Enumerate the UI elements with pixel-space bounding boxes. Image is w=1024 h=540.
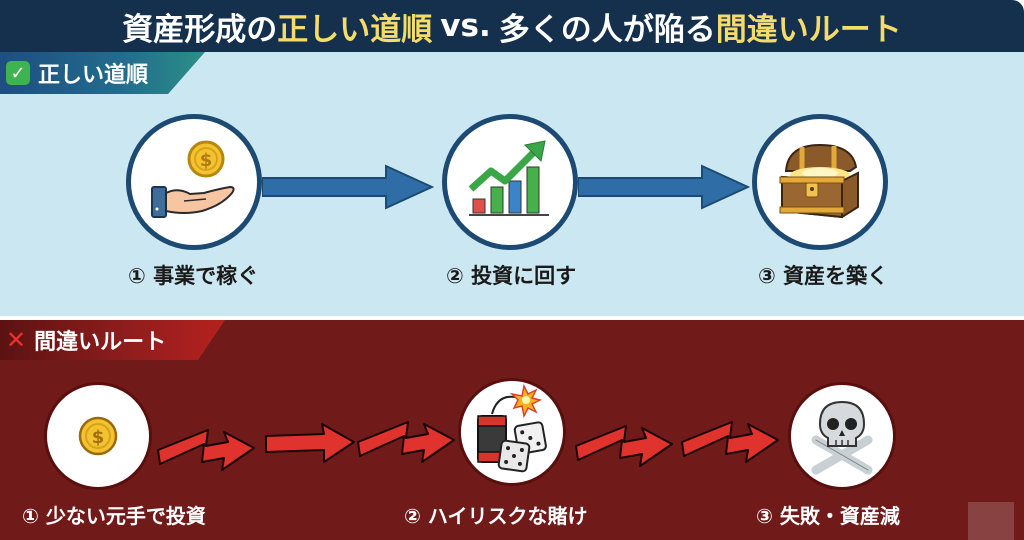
step-build-assets-node bbox=[752, 114, 888, 250]
step-build-assets-label: ③ 資産を築く bbox=[758, 264, 889, 288]
step-invest-label: ② 投資に回す bbox=[446, 264, 577, 288]
growth-chart-icon bbox=[468, 140, 549, 216]
arrow-right-icon bbox=[262, 164, 434, 210]
section-divider bbox=[0, 316, 1024, 320]
step-failure-label: ③ 失敗・資産減 bbox=[756, 504, 900, 528]
title-part1: 資産形成の bbox=[122, 11, 278, 48]
treasure-chest-icon bbox=[779, 143, 859, 219]
step-earn-label: ① 事業で稼ぐ bbox=[128, 264, 259, 288]
correct-path-tab: ✓ 正しい道順 bbox=[0, 52, 205, 94]
page-title: 資産形成の 正しい道順 vs. 多くの人が陥る 間違いルート bbox=[0, 0, 1024, 52]
small-coin-icon: $ bbox=[78, 416, 118, 456]
step-invest-node bbox=[442, 114, 578, 250]
step-high-risk-bet-label: ② ハイリスクな賭け bbox=[404, 504, 588, 528]
arrow-right-icon bbox=[578, 164, 750, 210]
title-highlight-wrong: 間違いルート bbox=[715, 11, 902, 48]
skull-and-crossbones-icon bbox=[811, 400, 873, 475]
step-small-capital-node: $ bbox=[44, 382, 152, 490]
zigzag-arrow-icon bbox=[357, 421, 455, 463]
title-highlight-correct: 正しい道順 bbox=[277, 11, 433, 48]
step-failure-node bbox=[788, 382, 896, 490]
cross-mark-icon: ✕ bbox=[6, 326, 27, 354]
svg-text:$: $ bbox=[92, 427, 105, 448]
hand-with-coin-icon: $ bbox=[151, 140, 235, 218]
watermark-box bbox=[968, 502, 1014, 540]
wrong-route-tab: ✕ 間違いルート bbox=[0, 320, 225, 360]
zigzag-arrow-icon bbox=[157, 429, 255, 471]
dynamite-and-dice-icon bbox=[477, 384, 547, 473]
zigzag-arrow-icon bbox=[575, 425, 673, 467]
check-mark-icon: ✓ bbox=[6, 61, 30, 85]
correct-path-section: ✓ 正しい道順 $ ① 事業で稼ぐ ② 投資に回す bbox=[0, 52, 1024, 316]
title-vs: vs. bbox=[440, 8, 491, 44]
svg-text:$: $ bbox=[200, 150, 213, 171]
arrow-right-red-icon bbox=[265, 423, 355, 463]
step-small-capital-label: ① 少ない元手で投資 bbox=[22, 504, 206, 528]
step-earn-node: $ bbox=[126, 114, 262, 250]
title-part2: 多くの人が陥る bbox=[498, 11, 716, 48]
zigzag-arrow-icon bbox=[681, 421, 779, 463]
step-high-risk-bet-node bbox=[458, 378, 566, 486]
correct-path-tab-label: 正しい道順 bbox=[38, 63, 149, 88]
wrong-route-tab-label: 間違いルート bbox=[34, 330, 167, 355]
wrong-route-section: ✕ 間違いルート $ ① 少ない元手で投資 bbox=[0, 320, 1024, 540]
